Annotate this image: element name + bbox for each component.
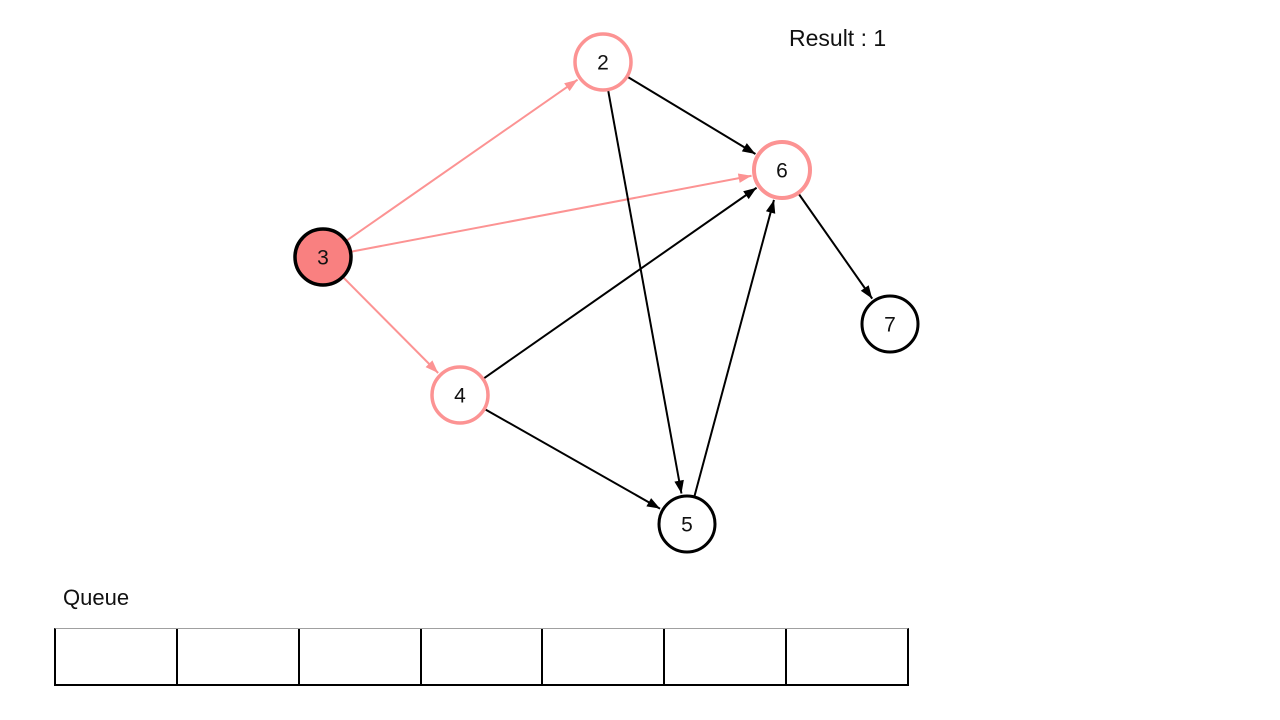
queue-cell-4 <box>543 629 666 684</box>
graph-edge-3-2 <box>346 78 579 242</box>
queue-cell-5 <box>665 629 788 684</box>
graph-node-6 <box>752 140 812 200</box>
graph-node-7 <box>860 294 920 354</box>
graph-node-3 <box>293 227 353 287</box>
graph-node-label-6: 6 <box>776 159 788 182</box>
queue-cell-1 <box>178 629 300 684</box>
edge-arrowhead-4-5 <box>646 498 661 509</box>
graph-edge-4-5 <box>484 408 661 510</box>
result-label: Result : 1 <box>789 25 887 51</box>
graph-node-label-5: 5 <box>681 513 693 536</box>
graph-edge-2-6 <box>627 76 756 155</box>
edge-arrowhead-3-4 <box>425 360 439 374</box>
graph-node-4 <box>430 365 490 425</box>
queue-table <box>54 628 909 686</box>
graph-edge-5-6 <box>693 199 775 497</box>
graph-edge-4-6 <box>483 186 758 380</box>
edge-arrowhead-3-6 <box>737 173 752 183</box>
graph-node-label-4: 4 <box>454 384 466 407</box>
edge-arrowhead-2-6 <box>741 143 756 154</box>
graph-edge-2-5 <box>607 90 683 494</box>
edge-arrowhead-3-2 <box>564 79 578 92</box>
graph-node-2 <box>573 32 633 92</box>
graph-edge-6-7 <box>797 193 874 300</box>
queue-cell-2 <box>300 629 422 684</box>
graph-node-label-2: 2 <box>597 51 609 74</box>
queue-label: Queue <box>63 585 130 610</box>
edge-arrowhead-2-5 <box>674 479 684 494</box>
graph-node-label-7: 7 <box>884 313 896 336</box>
queue-cell-0 <box>56 629 178 684</box>
queue-cell-3 <box>422 629 544 684</box>
graph-edge-3-4 <box>342 276 439 374</box>
graph-edge-3-6 <box>351 174 752 253</box>
edge-arrowhead-5-6 <box>765 199 776 214</box>
edge-arrowhead-4-6 <box>743 187 757 200</box>
graph-node-label-3: 3 <box>317 246 329 269</box>
edge-arrowhead-6-7 <box>860 285 873 299</box>
queue-cell-6 <box>787 629 907 684</box>
graph-node-5 <box>657 494 717 554</box>
